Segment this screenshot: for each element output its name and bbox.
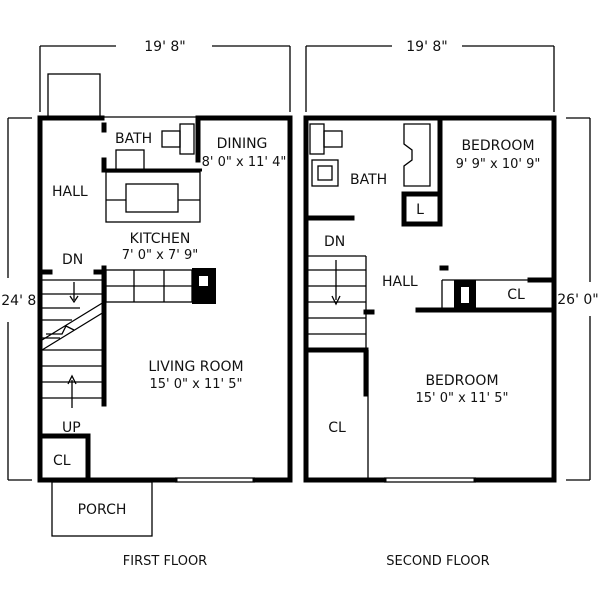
- bedroom-one-size: 9' 9" x 10' 9": [456, 157, 541, 172]
- first-floor-bath-fixtures: [115, 123, 195, 171]
- kitchen-label: KITCHEN: [130, 231, 191, 247]
- dining-size: 8' 0" x 11' 4": [202, 155, 287, 170]
- second-floor-bath-label: BATH: [350, 172, 387, 188]
- second-floor-dimension-lines: [305, 45, 591, 481]
- first-floor-dimension-lines: [7, 45, 291, 481]
- bedroom-one-label: BEDROOM: [461, 138, 534, 154]
- second-floor-bath-fixtures: [309, 123, 431, 187]
- kitchen-size: 7' 0" x 7' 9": [122, 248, 198, 263]
- first-floor: 19' 8" 24' 8": [1, 39, 293, 569]
- porch: [51, 481, 153, 537]
- dining-label: DINING: [217, 136, 268, 152]
- second-floor-stairs: [308, 255, 367, 350]
- first-floor-up-label: UP: [62, 420, 81, 436]
- second-floor: 19' 8" 26' 0": [303, 39, 599, 569]
- first-floor-closet-label: CL: [53, 453, 71, 469]
- living-room-size: 15' 0" x 11' 5": [150, 377, 243, 392]
- bedroom-two-size: 15' 0" x 11' 5": [416, 391, 509, 406]
- second-floor-hall-label: HALL: [382, 274, 418, 290]
- first-floor-hall-label: HALL: [52, 184, 88, 200]
- first-floor-height: 24' 8": [1, 293, 42, 309]
- linen-closet-label: L: [416, 202, 424, 218]
- first-floor-caption: FIRST FLOOR: [123, 554, 207, 569]
- second-floor-walls: [303, 115, 557, 483]
- hall-closet-label: CL: [507, 287, 525, 303]
- first-floor-kitchen-counter: [105, 171, 201, 223]
- living-room-label: LIVING ROOM: [148, 359, 243, 375]
- first-floor-kitchen-cabinets: [105, 268, 216, 304]
- bedroom-closet-label: CL: [328, 420, 346, 436]
- second-floor-dn-label: DN: [324, 234, 345, 250]
- bedroom-two-label: BEDROOM: [425, 373, 498, 389]
- first-floor-dn-label: DN: [62, 252, 83, 268]
- porch-label: PORCH: [78, 502, 127, 518]
- second-floor-caption: SECOND FLOOR: [386, 554, 489, 569]
- second-floor-width: 19' 8": [406, 39, 447, 55]
- first-floor-width: 19' 8": [144, 39, 185, 55]
- first-floor-bath-label: BATH: [115, 131, 152, 147]
- first-floor-stairs: [41, 279, 105, 408]
- second-floor-height: 26' 0": [557, 292, 598, 308]
